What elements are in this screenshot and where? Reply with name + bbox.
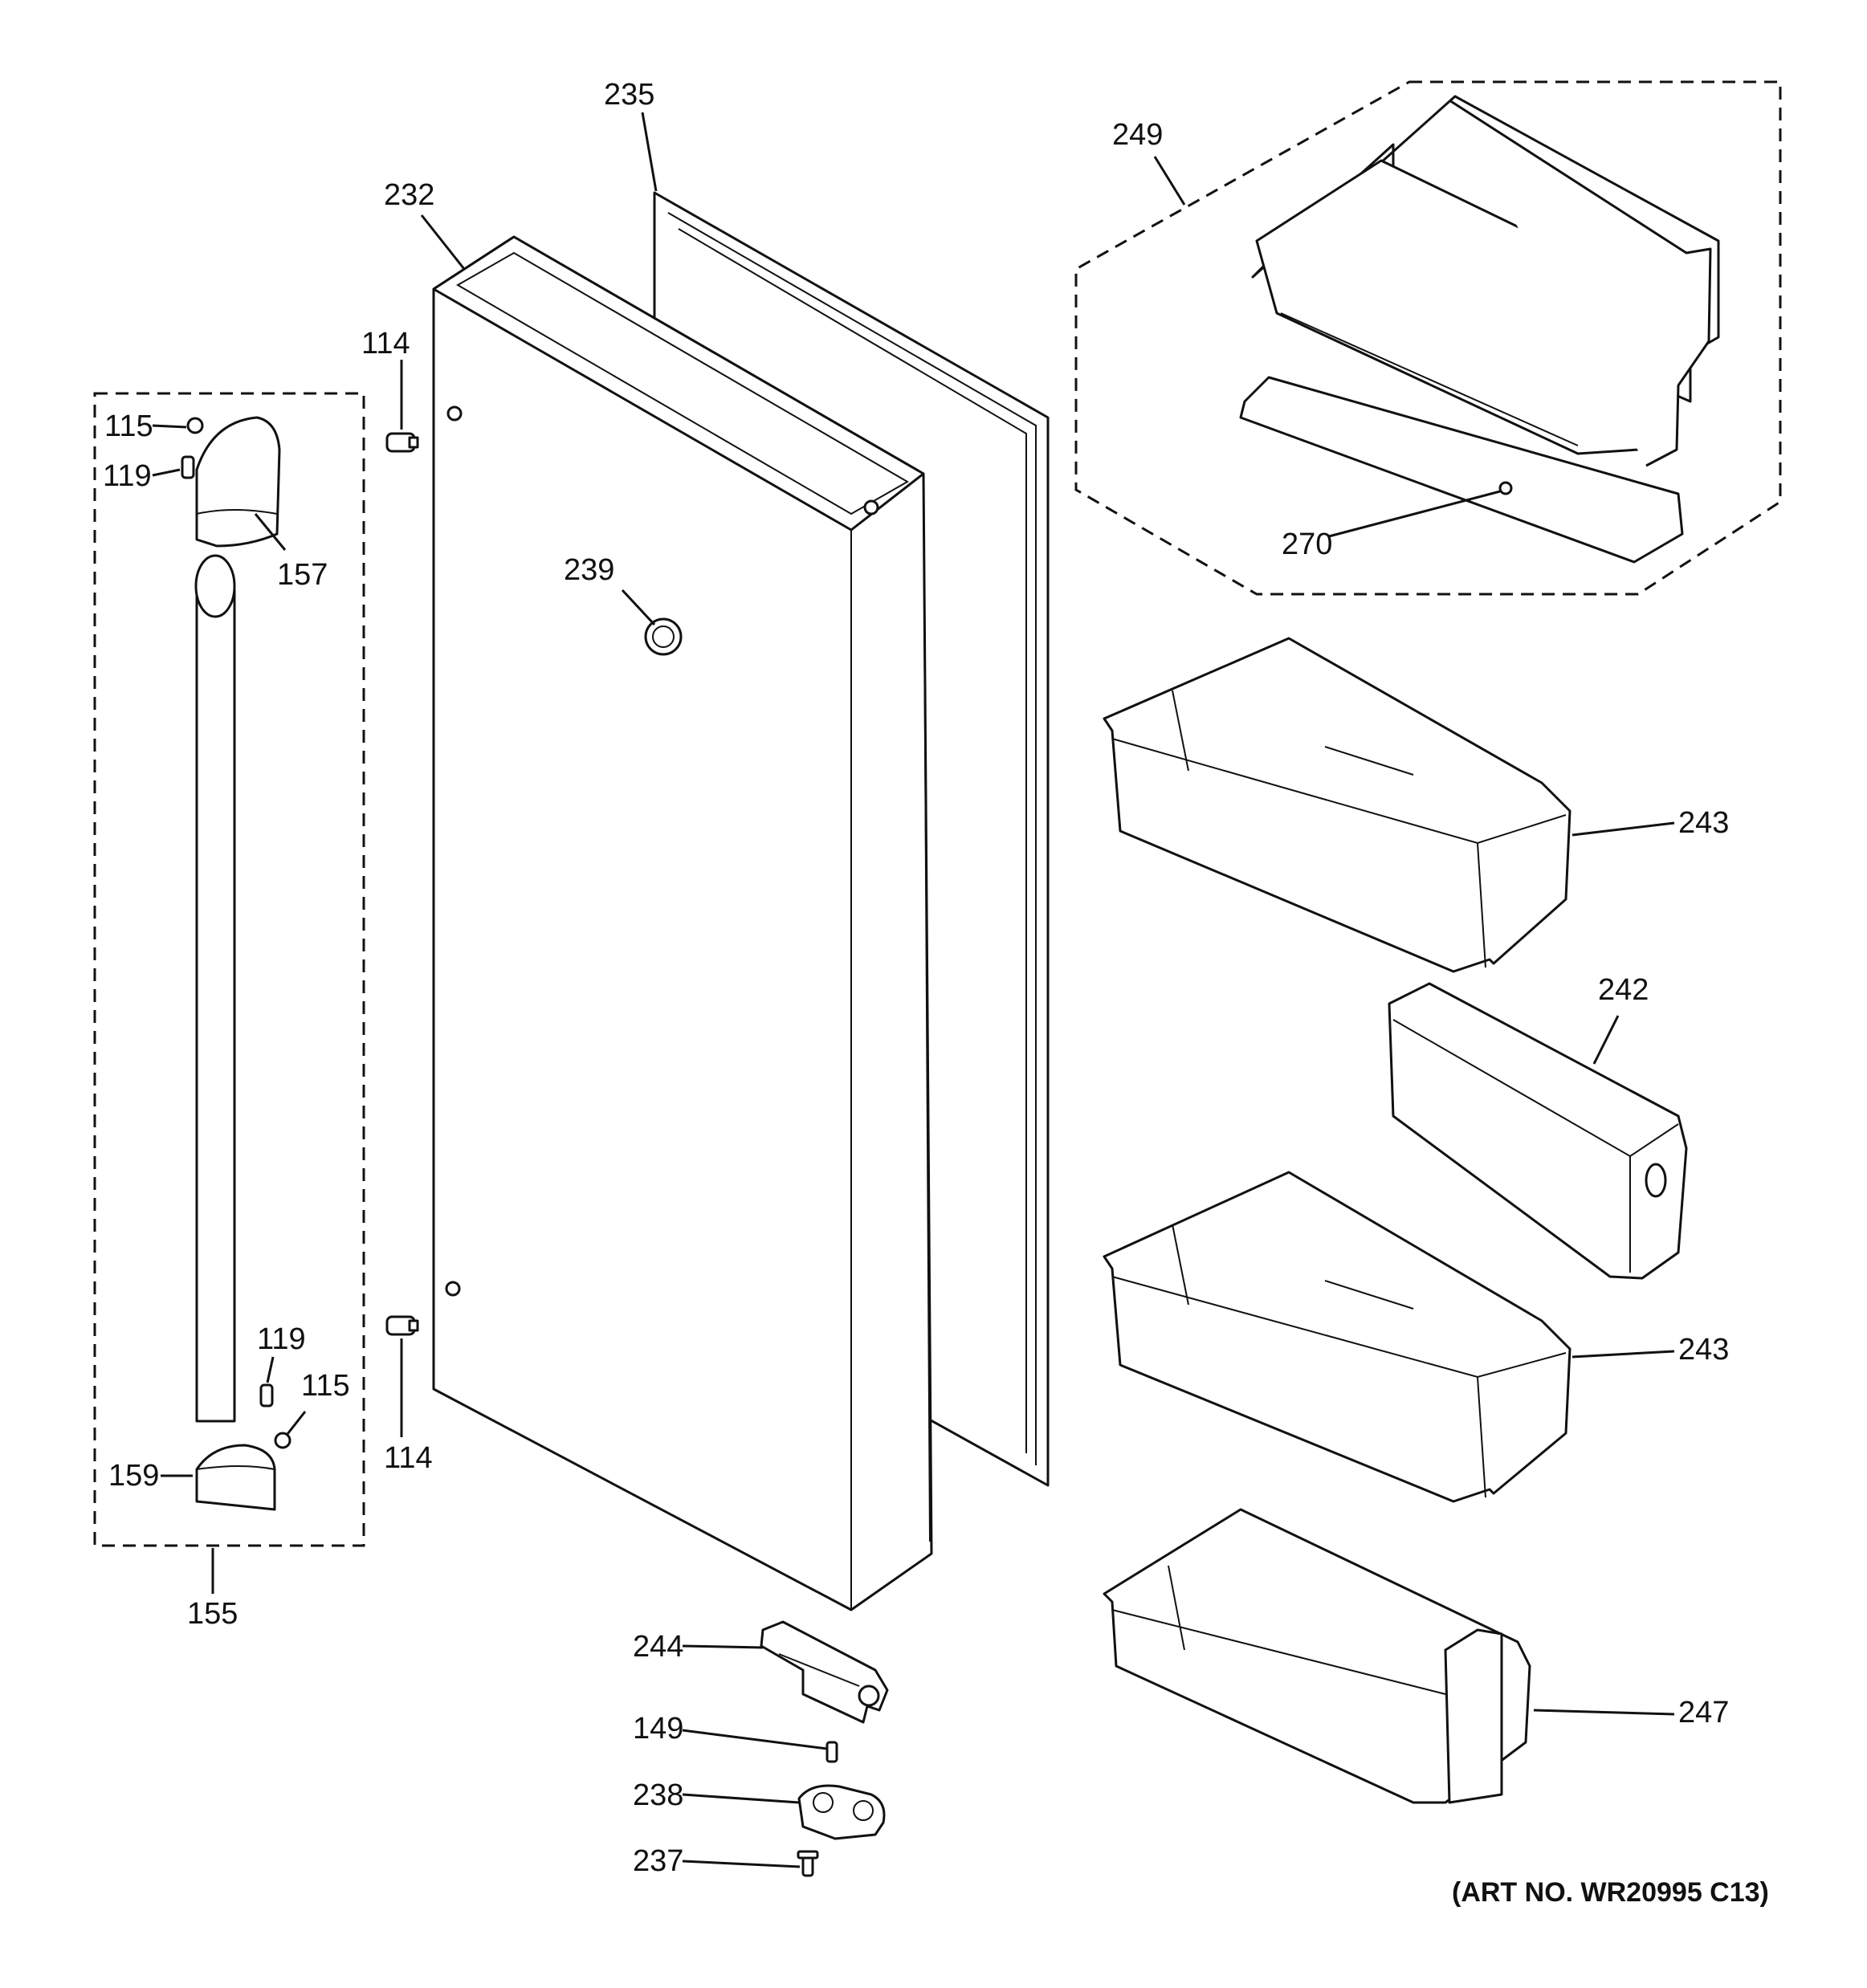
callout-119-bottom: 119	[257, 1322, 306, 1356]
callout-243-upper: 243	[1678, 806, 1729, 840]
logo-badge-icon	[644, 617, 683, 656]
door-bin-upper	[1103, 637, 1571, 973]
set-screw-icon	[181, 417, 291, 1449]
callout-119-top: 119	[103, 459, 152, 493]
shelf-assembly	[1239, 95, 1720, 564]
callout-239: 239	[564, 553, 614, 587]
callout-235: 235	[604, 78, 654, 112]
callout-155: 155	[187, 1597, 238, 1631]
callout-243-lower: 243	[1678, 1333, 1729, 1367]
callout-159: 159	[108, 1459, 159, 1493]
refrigerator-door	[432, 235, 933, 1611]
callout-249: 249	[1112, 118, 1163, 152]
handle-kit-group-outline	[93, 392, 365, 1547]
callout-232: 232	[384, 178, 434, 212]
hinge-assembly	[760, 1620, 889, 1724]
callout-238: 238	[633, 1778, 683, 1812]
handle-cap-top	[195, 416, 281, 548]
door-bin-small	[1388, 982, 1688, 1280]
hinge-screw-icon	[825, 1741, 838, 1763]
bracket-screw-icon	[797, 1850, 819, 1877]
callout-242: 242	[1598, 973, 1649, 1007]
hinge-bracket	[797, 1784, 886, 1840]
callout-114-bottom: 114	[384, 1441, 433, 1475]
callout-114-top: 114	[361, 327, 410, 361]
callout-115-top: 115	[104, 409, 153, 443]
callout-237: 237	[633, 1844, 683, 1878]
callout-244: 244	[633, 1630, 683, 1664]
art-number: (ART NO. WR20995 C13)	[1452, 1877, 1769, 1908]
handle-tube	[194, 554, 236, 1423]
callout-157: 157	[277, 558, 328, 592]
callout-270: 270	[1282, 528, 1332, 561]
shelf-assembly-group-outline	[1074, 80, 1782, 596]
door-bin-bottom	[1103, 1508, 1531, 1804]
callout-115-bottom: 115	[301, 1369, 350, 1403]
callout-149: 149	[633, 1712, 683, 1746]
door-bin-lower	[1103, 1171, 1571, 1503]
handle-cap-bottom	[195, 1444, 276, 1511]
callout-247: 247	[1678, 1696, 1729, 1729]
door-stud-icon	[385, 432, 419, 1336]
